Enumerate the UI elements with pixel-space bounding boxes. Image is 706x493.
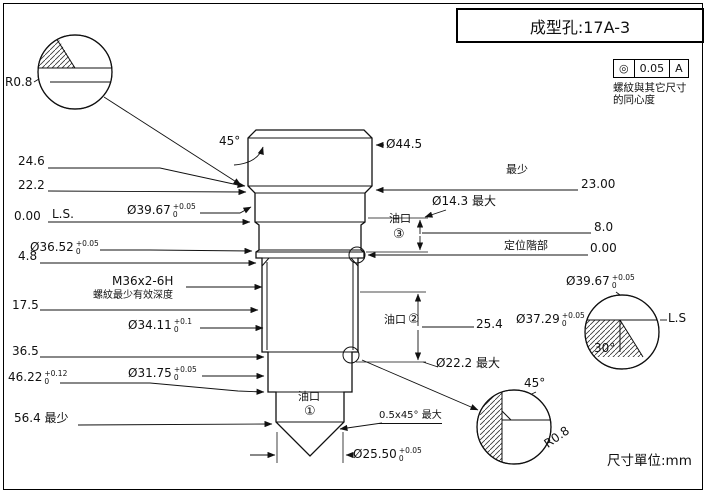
- thread-depth-note: 螺紋最少有效深度: [93, 290, 173, 301]
- dim-0-00: 0.00: [14, 209, 41, 223]
- dim-22-2: 22.2: [18, 178, 45, 192]
- dim-value: Ø39.67: [127, 203, 171, 218]
- dim-value: Ø31.75: [128, 366, 172, 381]
- dim-value: Ø36.52: [30, 240, 74, 255]
- thread-lines: [261, 257, 359, 350]
- dim-36-5: 36.5: [12, 344, 39, 358]
- title-block: 成型孔:17A-3: [456, 8, 704, 43]
- dim-4-8: 4.8: [18, 249, 38, 263]
- angle-30-label: 30°: [594, 341, 616, 355]
- min-label: 最少: [506, 163, 528, 176]
- detail-circle-bottom: [476, 389, 552, 465]
- radius-0-8-top-label: R0.8: [5, 75, 33, 89]
- dim-25-4: 25.4: [476, 317, 503, 331]
- dim-56-4-min: 56.4 最少: [14, 411, 69, 425]
- oil-port-3-label: 油口: [389, 212, 411, 225]
- oil-port-2-hole: [342, 346, 360, 364]
- dim-8-0: 8.0: [594, 220, 614, 234]
- dim-23-00: 23.00: [581, 177, 616, 191]
- angle-45-bottom-label: 45°: [524, 376, 546, 390]
- oil-port-1-label: 油口: [298, 390, 320, 403]
- dim-17-5: 17.5: [12, 298, 39, 312]
- locating-step-label: 定位階部: [504, 239, 548, 252]
- dim-dia-22-2-max: Ø22.2 最大: [436, 356, 500, 370]
- oil-port-1-number: ①: [304, 404, 316, 419]
- dim-value: Ø25.50: [353, 447, 397, 462]
- detail-circle-top-left: [37, 34, 113, 110]
- ls-right-label: L.S: [668, 311, 687, 325]
- angle-45-top-label: 45°: [219, 134, 241, 148]
- dim-0-00-right: 0.00: [590, 241, 617, 255]
- tolerance-note-line1: 螺紋與其它尺寸: [613, 82, 687, 94]
- oil-port-3-hole: [348, 246, 366, 264]
- dim-value: 46.22: [8, 370, 43, 385]
- tip-chamfer-note: 0.5x45° 最大: [379, 410, 442, 424]
- dim-value: Ø34.11: [128, 318, 172, 333]
- part-outline: [247, 129, 373, 457]
- drawing-title: 成型孔:17A-3: [529, 17, 631, 37]
- dim-dia-44-5: Ø44.5: [386, 137, 423, 151]
- oil-port-2-number: ②: [408, 312, 420, 327]
- dim-24-6: 24.6: [18, 154, 45, 168]
- tolerance-note: 螺紋與其它尺寸 的同心度: [613, 82, 687, 106]
- tolerance-note-line2: 的同心度: [613, 94, 655, 106]
- dim-dia-14-3-max: Ø14.3 最大: [432, 194, 496, 208]
- tolerance-datum: A: [670, 59, 689, 78]
- concentricity-icon: ◎: [613, 59, 635, 78]
- detail-circle-right: [584, 294, 660, 370]
- drawing-border: [3, 3, 703, 490]
- feature-control-frame: ◎ 0.05 A: [613, 59, 689, 78]
- unit-note: 尺寸單位:mm: [607, 453, 692, 469]
- dim-value: Ø37.29: [516, 312, 560, 327]
- datum-ls-label: L.S.: [52, 207, 74, 221]
- thread-spec: M36x2-6H: [112, 274, 174, 288]
- dimension-lines: [33, 70, 667, 463]
- tolerance-value: 0.05: [634, 59, 671, 78]
- oil-port-3-number: ③: [393, 227, 405, 242]
- dim-value: Ø39.67: [566, 274, 610, 289]
